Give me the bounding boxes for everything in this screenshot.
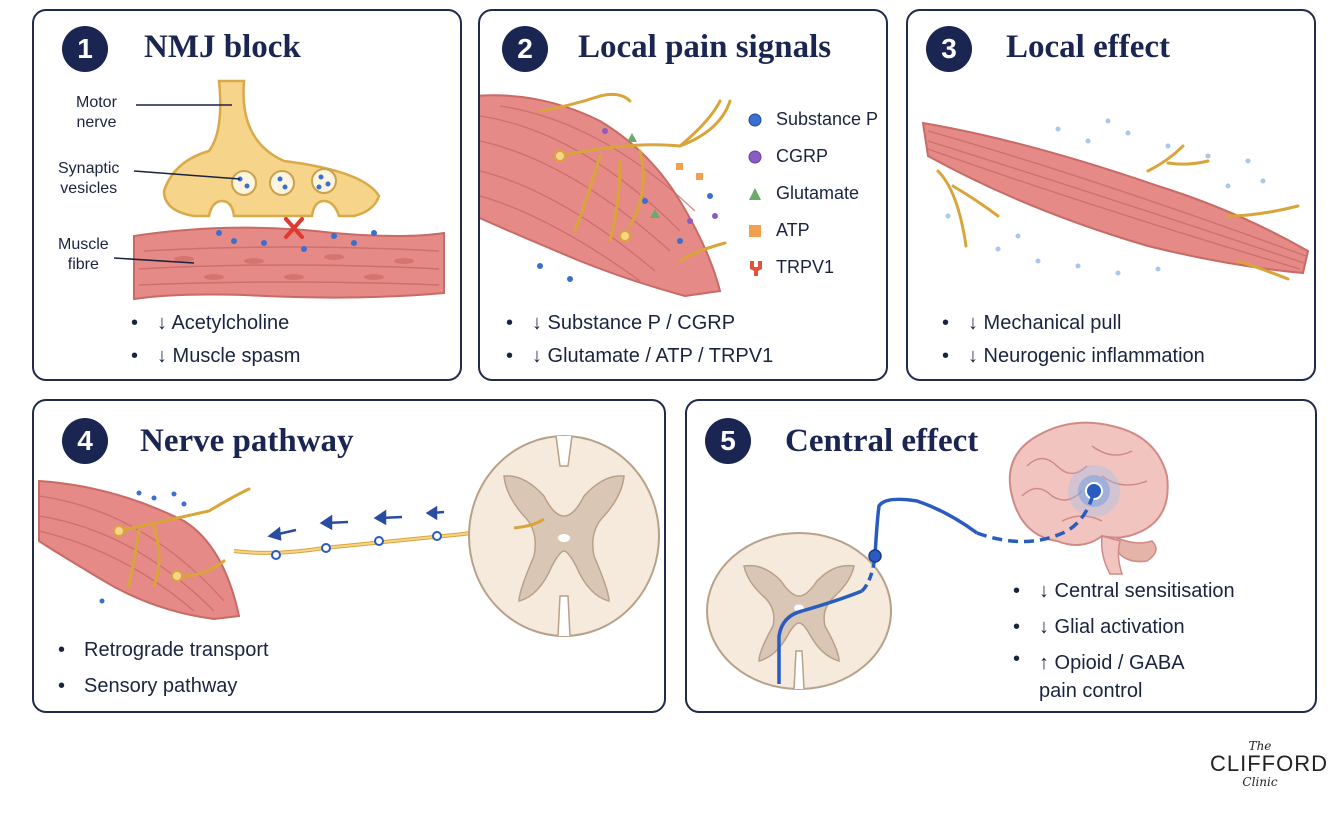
step-number-badge: 2 [502, 26, 548, 72]
bullet-list: Retrograde transport Sensory pathway [58, 632, 269, 704]
panel-title: Local pain signals [578, 29, 832, 65]
label-synaptic-vesicles: Synaptic vesicles [58, 160, 120, 197]
panel-title: NMJ block [144, 29, 301, 65]
clifford-clinic-logo: The CLIFFORD Clinic [1210, 739, 1328, 800]
legend-item: TRPV1 [748, 249, 878, 286]
nmj-illustration [113, 79, 445, 301]
molecule-legend: Substance P CGRP Glutamate ATP TRPV1 [748, 101, 878, 286]
bullet-item: ↓ Neurogenic inflammation [942, 340, 1205, 373]
bullet-item: Sensory pathway [58, 668, 269, 704]
bullet-item: ↓ Glial activation [1013, 609, 1235, 645]
panel-local-pain-signals: 2 Local pain signals Substance P [478, 9, 888, 381]
step-number-badge: 1 [62, 26, 108, 72]
nerve-pathway-illustration [38, 435, 660, 637]
panel-nmj-block: 1 NMJ block [32, 9, 462, 381]
legend-item: Substance P [748, 101, 878, 138]
orange-square-icon [749, 224, 761, 237]
step-number-badge: 5 [705, 418, 751, 464]
bullet-item: ↓ Central sensitisation [1013, 573, 1235, 609]
panel-title: Central effect [785, 423, 979, 459]
legend-label: Substance P [776, 109, 879, 129]
logo-bottom-text: Clinic [1242, 775, 1278, 789]
bullet-list: ↓ Substance P / CGRP ↓ Glutamate / ATP /… [506, 307, 773, 373]
legend-label: CGRP [776, 146, 829, 166]
panel-local-effect: 3 Local effect ↓ Mechanical pull ↓ Neuro… [906, 9, 1316, 381]
bullet-item: ↓ Acetylcholine [131, 307, 300, 340]
legend-item: CGRP [748, 138, 878, 175]
legend-label: Glutamate [776, 183, 860, 203]
legend-label: TRPV1 [776, 257, 835, 277]
bullet-list: ↓ Acetylcholine ↓ Muscle spasm [131, 307, 300, 373]
bullet-item: ↓ Glutamate / ATP / TRPV1 [506, 340, 773, 373]
label-motor-nerve: Motor nerve [76, 94, 117, 131]
logo-top-text: The [1248, 739, 1272, 753]
legend-item: Glutamate [748, 175, 878, 212]
bullet-list: ↓ Central sensitisation ↓ Glial activati… [1013, 573, 1235, 705]
relaxed-muscle-illustration [921, 118, 1310, 281]
panel-nerve-pathway: 4 Nerve pathway [32, 399, 666, 713]
bullet-item: ↓ Muscle spasm [131, 340, 300, 373]
label-muscle-fibre: Muscle fibre [58, 236, 109, 273]
red-receptor-icon [750, 260, 762, 276]
bullet-item: ↓ Substance P / CGRP [506, 307, 773, 340]
logo-main-text: CLIFFORD [1210, 751, 1328, 776]
step-number-badge: 3 [926, 26, 972, 72]
central-pathway-illustration [706, 421, 1169, 690]
green-triangle-icon [749, 187, 761, 200]
legend-label: ATP [776, 220, 810, 240]
bullet-item: ↑ Opioid / GABA pain control [1013, 645, 1235, 705]
panel-title: Nerve pathway [140, 423, 354, 459]
panel-title: Local effect [1006, 29, 1170, 65]
step-number-badge: 4 [62, 418, 108, 464]
purple-circle-icon [748, 150, 762, 163]
bullet-item: ↓ Mechanical pull [942, 307, 1205, 340]
legend-item: ATP [748, 212, 878, 249]
muscle-nerve-illustration [480, 92, 732, 298]
bullet-item: Retrograde transport [58, 632, 269, 668]
panel-central-effect: 5 Central effect ↓ Ce [685, 399, 1317, 713]
bullet-list: ↓ Mechanical pull ↓ Neurogenic inflammat… [942, 307, 1205, 373]
blue-circle-icon [748, 113, 762, 126]
